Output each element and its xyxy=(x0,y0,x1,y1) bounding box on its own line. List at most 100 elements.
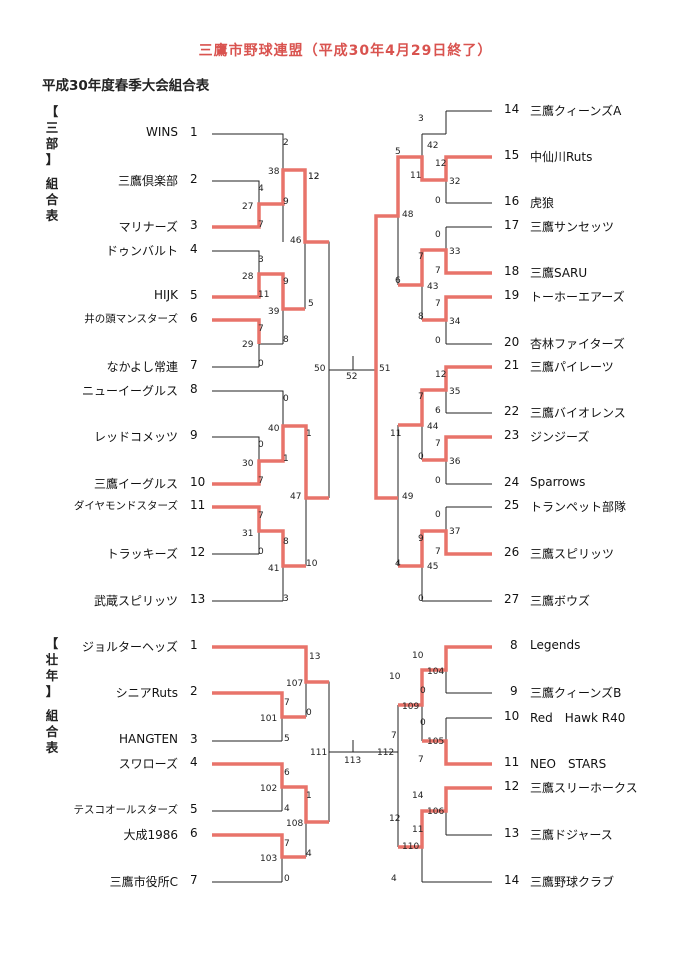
score-value: 7 xyxy=(258,476,264,486)
team-number: 25 xyxy=(504,498,520,512)
team-number: 7 xyxy=(190,358,198,372)
team-number: 2 xyxy=(190,172,198,186)
team-number: 15 xyxy=(504,148,520,162)
team-name: ニューイーグルス xyxy=(81,384,178,398)
team-number: 9 xyxy=(190,428,198,442)
match-number: 34 xyxy=(449,317,461,327)
match-number: 47 xyxy=(290,492,302,502)
team-name: 三鷹倶楽部 xyxy=(117,174,178,188)
score-value: 0 xyxy=(258,547,264,557)
winner-path xyxy=(212,318,261,344)
bracket-line xyxy=(421,810,492,883)
winner-path xyxy=(422,295,492,322)
winner-path xyxy=(212,168,329,244)
score-value: 1 xyxy=(306,429,312,439)
match-number: 46 xyxy=(290,236,302,246)
team-name: 三鷹ドジャース xyxy=(530,828,613,842)
label-char: 部 xyxy=(45,136,59,151)
score-value: 7 xyxy=(435,439,441,449)
score-value: 3 xyxy=(418,114,424,124)
winner-path xyxy=(398,529,492,568)
team-name: シニアRuts xyxy=(115,686,178,700)
score-value: 5 xyxy=(308,299,314,309)
score-value: 7 xyxy=(284,839,290,849)
match-number: 33 xyxy=(449,247,461,257)
team-number: 9 xyxy=(510,684,518,698)
team-name: テスコオールスターズ xyxy=(73,804,178,816)
score-value: 10 xyxy=(389,672,401,682)
score-value: 0 xyxy=(258,359,264,369)
team-name: 大成1986 xyxy=(123,828,178,842)
label-char: 組 xyxy=(45,176,59,191)
match-number: 45 xyxy=(427,562,439,572)
score-value: 0 xyxy=(283,394,289,404)
match-number: 29 xyxy=(242,340,254,350)
score-value: 7 xyxy=(435,266,441,276)
score-value: 0 xyxy=(435,196,441,206)
page-subtitle: 平成30年度春季大会組合表 xyxy=(42,78,210,94)
team-number: 23 xyxy=(504,428,520,442)
team-number: 24 xyxy=(504,475,520,489)
score-value: 0 xyxy=(435,476,441,486)
bracket-line xyxy=(445,717,492,765)
team-number: 5 xyxy=(190,802,198,816)
team-number: 6 xyxy=(190,826,198,840)
team-name: マリナーズ xyxy=(118,220,178,234)
team-number: 10 xyxy=(190,475,206,489)
team-name: 三鷹サンセッツ xyxy=(530,220,615,234)
score-value: 7 xyxy=(418,755,424,765)
team-number: 14 xyxy=(504,102,520,116)
match-number: 38 xyxy=(268,167,280,177)
score-value: 11 xyxy=(412,825,424,835)
team-number: 12 xyxy=(504,779,520,793)
match-number: 41 xyxy=(268,564,280,574)
match-number: 49 xyxy=(402,492,414,502)
bracket-line xyxy=(329,740,354,753)
team-number: 5 xyxy=(190,288,198,302)
winner-path xyxy=(398,645,492,707)
score-value: 14 xyxy=(412,791,424,801)
winner-paths xyxy=(212,155,492,859)
team-number: 16 xyxy=(504,194,520,208)
team-name: HIJK xyxy=(154,288,178,302)
team-number: 8 xyxy=(190,382,198,396)
match-number: 52 xyxy=(346,372,358,382)
match-number: 103 xyxy=(260,854,278,864)
score-value: 8 xyxy=(283,537,289,547)
label-char: 合 xyxy=(45,192,59,207)
bracket-line xyxy=(375,215,398,498)
team-number: 6 xyxy=(190,311,198,325)
winner-path xyxy=(422,435,492,462)
score-value: 6 xyxy=(435,406,441,416)
match-number: 44 xyxy=(427,422,439,432)
match-number: 101 xyxy=(260,714,278,724)
team-name: HANGTEN xyxy=(119,732,178,746)
team-name: ダイヤモンドスターズ xyxy=(73,500,178,512)
team-number: 27 xyxy=(504,592,520,606)
team-name: トランペット部隊 xyxy=(530,500,627,514)
score-value: 1 xyxy=(283,454,289,464)
team-number: 19 xyxy=(504,288,520,302)
match-number: 51 xyxy=(379,364,391,374)
label-char: 【 xyxy=(45,636,59,651)
label-char: 壮 xyxy=(45,652,59,667)
score-value: 4 xyxy=(395,559,401,569)
score-value: 4 xyxy=(306,849,312,859)
score-value: 0 xyxy=(258,440,264,450)
match-number: 108 xyxy=(286,819,304,829)
score-value: 0 xyxy=(306,708,312,718)
score-value: 12 xyxy=(308,172,320,182)
match-number: 32 xyxy=(449,177,461,187)
label-char: 表 xyxy=(45,740,59,755)
winner-path xyxy=(212,645,329,684)
team-name: 三鷹SARU xyxy=(530,266,588,280)
score-value: 0 xyxy=(420,718,426,728)
match-number: 42 xyxy=(427,141,439,151)
team-number: 10 xyxy=(504,709,520,723)
label-char: 年 xyxy=(45,668,59,683)
team-name: 三鷹市役所C xyxy=(109,875,178,889)
match-number: 109 xyxy=(402,702,420,712)
match-number: 107 xyxy=(286,679,304,689)
match-number: 50 xyxy=(314,364,326,374)
